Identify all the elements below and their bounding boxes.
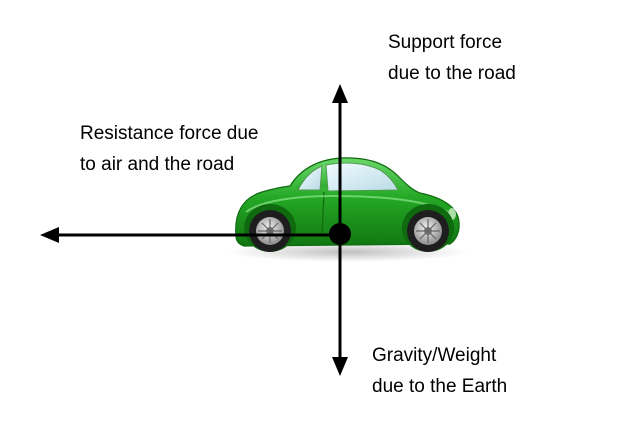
gravity-force-label-line-2: due to the Earth (372, 376, 508, 397)
force-point-dot (329, 223, 351, 245)
arrow-head-up (332, 84, 348, 103)
car-door-line (321, 191, 325, 237)
support-force-arrow (332, 84, 348, 233)
resistance-force-label-line-1: Resistance force due (80, 123, 259, 144)
car-front-window (325, 162, 399, 192)
support-force-label-line-1: Support force (388, 32, 503, 53)
front-wheel (402, 204, 454, 252)
arrow-head-down (332, 357, 348, 376)
arrow-head-left (40, 227, 59, 243)
support-force-label-line-2: due to the road (388, 63, 516, 84)
resistance-force-arrow (40, 227, 340, 243)
gravity-force-arrow (332, 233, 348, 376)
resistance-force-label: Resistance force due to air and the road (80, 118, 259, 180)
gravity-force-label-line-1: Gravity/Weight (372, 345, 497, 366)
gravity-force-label: Gravity/Weight due to the Earth (372, 340, 507, 402)
resistance-force-label-line-2: to air and the road (80, 154, 235, 175)
car-body-shine (245, 194, 449, 213)
car-rear-window (297, 165, 323, 191)
rear-wheel (244, 204, 296, 252)
support-force-label: Support force due to the road (388, 27, 516, 89)
car-shadow (228, 242, 468, 262)
car-icon (228, 157, 468, 262)
